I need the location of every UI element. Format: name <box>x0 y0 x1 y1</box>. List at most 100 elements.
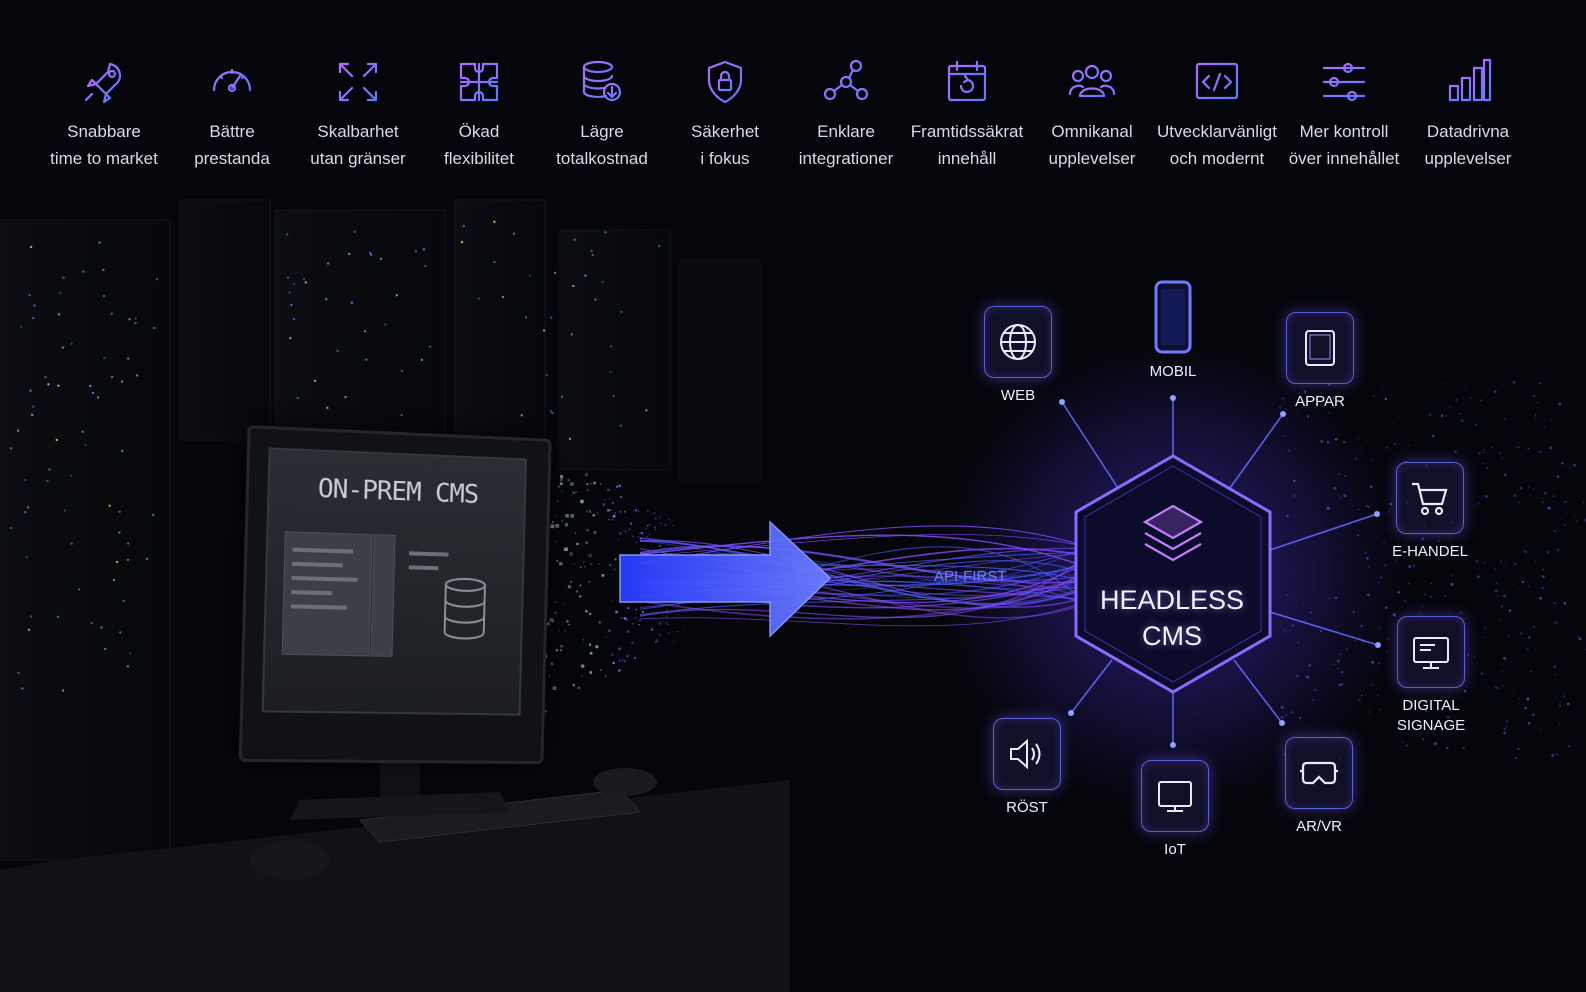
benefit-line1: Snabbare <box>67 122 141 141</box>
code-window-icon <box>1195 62 1239 100</box>
sliders-icon <box>1322 62 1366 102</box>
channel-digital-signage: DIGITAL SIGNAGE <box>1386 616 1476 736</box>
expand-arrows-icon <box>338 62 378 102</box>
benefit-item: Ökad flexibilitet <box>414 56 544 172</box>
channel-connectors <box>1061 398 1379 745</box>
web-box <box>984 306 1052 378</box>
speedometer-icon <box>212 68 252 93</box>
benefit-line2: i fokus <box>700 149 750 168</box>
smartphone-icon <box>1154 280 1192 354</box>
benefit-label: Bättre prestanda <box>167 118 297 172</box>
benefit-line1: Mer kontroll <box>1299 122 1389 141</box>
benefit-label: Säkerhet i fokus <box>660 118 790 172</box>
benefit-line2: time to market <box>50 149 158 168</box>
mouse <box>250 840 330 880</box>
keyboard <box>358 789 642 843</box>
signage-line2: SIGNAGE <box>1396 717 1466 734</box>
benefit-item: Skalbarhet utan gränser <box>293 56 423 172</box>
ehandel-box <box>1396 462 1464 534</box>
calendar-refresh-icon <box>947 60 987 102</box>
desk <box>0 780 790 992</box>
benefit-line1: Bättre <box>209 122 255 141</box>
channel-iot: IoT <box>1135 760 1215 860</box>
iot-box <box>1141 760 1209 832</box>
benefit-line1: Skalbarhet <box>317 122 399 141</box>
benefit-line1: Datadrivna <box>1426 122 1510 141</box>
benefit-line2: över innehållet <box>1288 149 1400 168</box>
headless-cms-label: HEADLESS CMS <box>1087 582 1257 654</box>
globe-icon <box>1000 324 1036 360</box>
benefit-label: Utvecklarvänligt och modernt <box>1152 118 1282 172</box>
signage-line1: DIGITAL <box>1402 697 1460 714</box>
on-prem-monitor: ON-PREM CMS <box>238 425 552 765</box>
signage-box <box>1397 616 1465 688</box>
benefit-item: Mer kontroll över innehållet <box>1279 56 1409 172</box>
benefit-label: Datadrivna upplevelser <box>1403 118 1533 172</box>
channel-label: DIGITAL SIGNAGE <box>1386 696 1476 736</box>
benefit-item: Omnikanal upplevelser <box>1027 56 1157 172</box>
tablet-icon <box>1305 330 1335 366</box>
database-icon <box>441 576 488 641</box>
channel-rost: RÖST <box>987 718 1067 818</box>
on-prem-title: ON-PREM CMS <box>317 473 479 510</box>
channel-ehandel: E-HANDEL <box>1390 462 1470 562</box>
benefit-line1: Ökad <box>458 122 500 141</box>
benefit-line2: innehåll <box>937 149 997 168</box>
database-download-icon <box>582 60 622 102</box>
benefit-label: Mer kontroll över innehållet <box>1279 118 1409 172</box>
benefit-item: Bättre prestanda <box>167 56 297 172</box>
benefit-line1: Säkerhet <box>690 122 760 141</box>
channel-label: E-HANDEL <box>1392 543 1468 560</box>
benefit-line1: Omnikanal <box>1051 122 1133 141</box>
rack-leds <box>10 220 661 692</box>
benefit-line2: utan gränser <box>310 149 406 168</box>
rocket-icon <box>84 62 121 104</box>
benefit-item: Säkerhet i fokus <box>660 56 790 172</box>
hub-line1: HEADLESS <box>1099 585 1245 615</box>
hub-line2: CMS <box>1142 621 1202 651</box>
benefit-label: Snabbare time to market <box>39 118 169 172</box>
server-racks <box>0 199 761 861</box>
puzzle-icon <box>459 62 499 102</box>
benefit-line1: Utvecklarvänligt <box>1157 122 1277 141</box>
benefit-line1: Framtidssäkrat <box>910 122 1024 141</box>
users-icon <box>1068 64 1116 98</box>
cart-icon <box>1412 482 1448 516</box>
shield-lock-icon <box>707 60 743 104</box>
appar-box <box>1286 312 1354 384</box>
benefit-label: Omnikanal upplevelser <box>1027 118 1157 172</box>
benefit-line2: och modernt <box>1169 149 1265 168</box>
channel-mobil: MOBIL <box>1133 280 1213 382</box>
channel-web: WEB <box>978 306 1058 406</box>
benefit-item: Snabbare time to market <box>39 56 169 172</box>
benefit-line2: flexibilitet <box>444 149 514 168</box>
benefit-line2: upplevelser <box>1424 149 1512 168</box>
benefit-line2: upplevelser <box>1048 149 1136 168</box>
api-first-label: API-FIRST <box>934 568 1007 585</box>
benefit-label: Framtidssäkrat innehåll <box>902 118 1032 172</box>
display-icon <box>1413 637 1449 669</box>
network-nodes-icon <box>823 59 869 101</box>
benefit-line1: Lägre <box>580 122 624 141</box>
channel-label: MOBIL <box>1149 363 1197 380</box>
channel-label: AR/VR <box>1296 818 1342 835</box>
benefit-line2: prestanda <box>194 149 270 168</box>
channel-arvr: AR/VR <box>1279 737 1359 837</box>
layers-icon <box>1142 504 1204 562</box>
vr-headset-icon <box>1300 761 1338 785</box>
benefit-label: Skalbarhet utan gränser <box>293 118 423 172</box>
speaker-icon <box>1010 738 1041 770</box>
monitor-screen: ON-PREM CMS <box>261 447 528 716</box>
headless-cms-hexagon <box>1074 454 1272 694</box>
channel-appar: APPAR <box>1280 312 1360 412</box>
arvr-box <box>1285 737 1353 809</box>
channel-label: WEB <box>1000 387 1036 404</box>
benefit-label: Ökad flexibilitet <box>414 118 544 172</box>
channel-label: IoT <box>1164 841 1186 858</box>
benefit-line1: Enklare <box>817 122 875 141</box>
benefit-item: Datadrivna upplevelser <box>1403 56 1533 172</box>
